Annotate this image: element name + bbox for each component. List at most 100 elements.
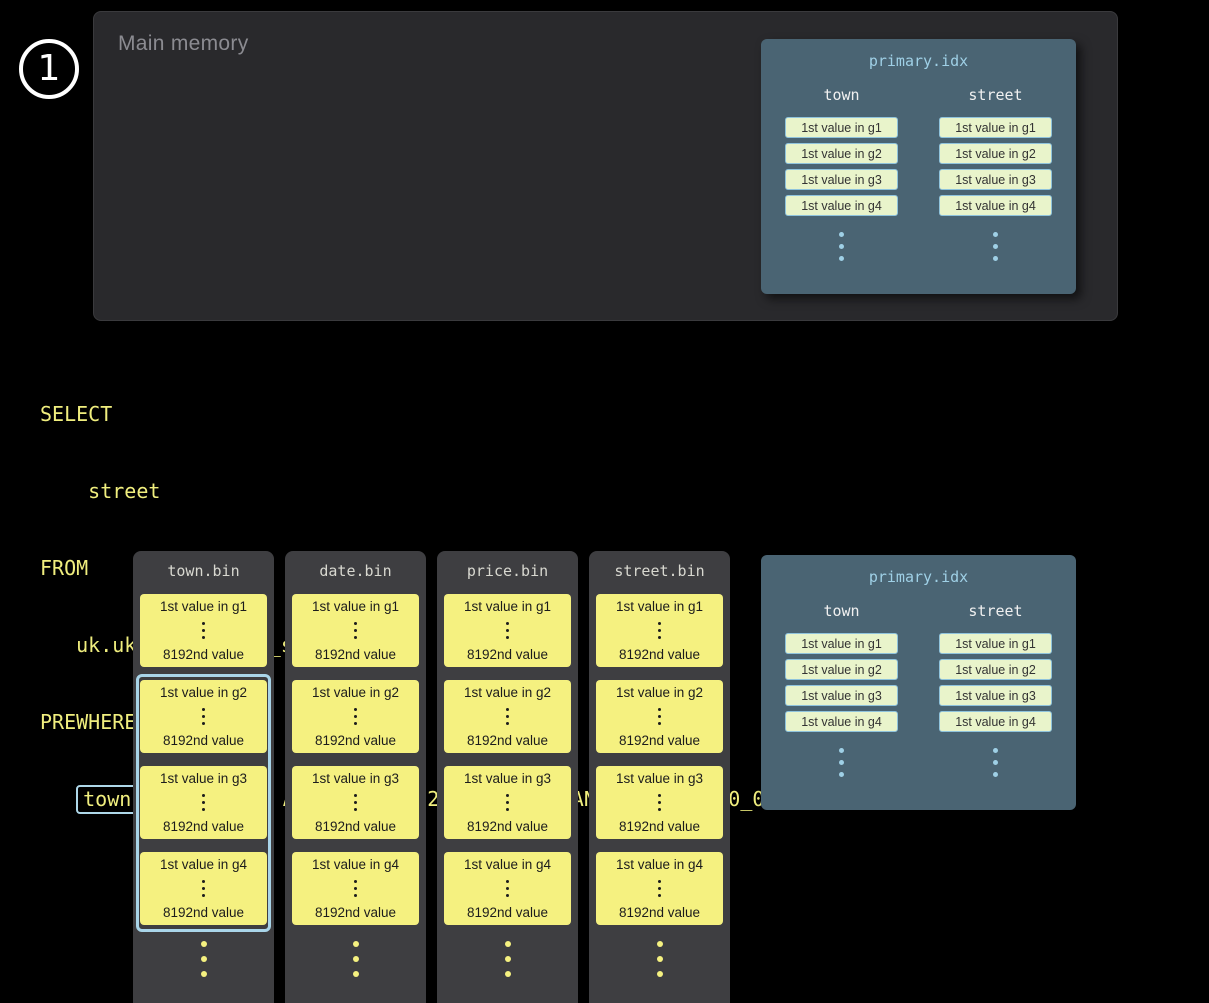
sql-line: PREWHERE [40,710,137,734]
granule-first-value: 1st value in g2 [463,685,552,700]
index-entry: 1st value in g3 [785,169,898,190]
sql-line: FROM [40,556,89,580]
granule-first-value: 1st value in g4 [159,857,248,872]
granule-first-value: 1st value in g4 [311,857,400,872]
column-header-town: town [823,86,860,104]
vertical-ellipsis-icon [354,708,357,725]
vertical-ellipsis-icon [202,794,205,811]
index-entry: 1st value in g2 [939,143,1052,164]
granule-list: 1st value in g1 8192nd value 1st value i… [285,594,426,925]
granule-list: 1st value in g1 8192nd value 1st value i… [437,594,578,925]
main-memory-label: Main memory [118,32,249,55]
bin-file-street: street.bin 1st value in g1 8192nd value … [589,551,730,1003]
bin-file-date: date.bin 1st value in g1 8192nd value 1s… [285,551,426,1003]
vertical-ellipsis-icon [202,880,205,897]
granule-first-value: 1st value in g3 [311,771,400,786]
granule-g2: 1st value in g2 8192nd value [292,680,419,753]
column-header-street: street [968,86,1023,104]
primary-idx-title: primary.idx [868,52,969,70]
granule-first-value: 1st value in g3 [615,771,704,786]
granule-first-value: 1st value in g2 [159,685,248,700]
granule-list: 1st value in g1 8192nd value 1st value i… [133,594,274,925]
primary-idx-title: primary.idx [868,568,969,586]
index-entry: 1st value in g4 [785,711,898,732]
sql-indent [40,787,76,811]
index-entry: 1st value in g4 [939,711,1052,732]
vertical-ellipsis-icon [506,794,509,811]
vertical-ellipsis-icon [202,622,205,639]
granule-g1: 1st value in g1 8192nd value [140,594,267,667]
index-entry: 1st value in g2 [939,659,1052,680]
granule-g2: 1st value in g2 8192nd value [596,680,723,753]
granule-g4: 1st value in g4 8192nd value [140,852,267,925]
primary-idx-column-town: town 1st value in g1 1st value in g2 1st… [785,602,899,777]
bin-file-date-name: date.bin [319,562,392,580]
vertical-ellipsis-icon [589,941,730,977]
vertical-ellipsis-icon [839,232,844,261]
granule-g4: 1st value in g4 8192nd value [596,852,723,925]
granule-first-value: 1st value in g2 [311,685,400,700]
vertical-ellipsis-icon [202,708,205,725]
bin-file-town: town.bin 1st value in g1 8192nd value 1s… [133,551,274,1003]
sql-line: SELECT [40,402,113,426]
granule-g2: 1st value in g2 8192nd value [444,680,571,753]
index-entry: 1st value in g2 [785,659,898,680]
granule-last-value: 8192nd value [162,733,245,748]
granule-g2: 1st value in g2 8192nd value [140,680,267,753]
granule-first-value: 1st value in g1 [311,599,400,614]
bin-file-town-name: town.bin [167,562,240,580]
granule-first-value: 1st value in g3 [159,771,248,786]
primary-idx-column-town: town 1st value in g1 1st value in g2 1st… [785,86,899,261]
index-entry: 1st value in g1 [939,117,1052,138]
primary-idx-on-disk: primary.idx town 1st value in g1 1st val… [761,555,1076,810]
granule-last-value: 8192nd value [162,647,245,662]
index-entry: 1st value in g2 [785,143,898,164]
granule-last-value: 8192nd value [466,905,549,920]
bin-file-street-name: street.bin [614,562,705,580]
vertical-ellipsis-icon [133,941,274,977]
granule-last-value: 8192nd value [466,733,549,748]
vertical-ellipsis-icon [285,941,426,977]
granule-first-value: 1st value in g4 [615,857,704,872]
index-entry: 1st value in g1 [939,633,1052,654]
granule-first-value: 1st value in g1 [615,599,704,614]
primary-idx-column-street: street 1st value in g1 1st value in g2 1… [939,86,1053,261]
bin-file-price-name: price.bin [466,562,549,580]
granule-last-value: 8192nd value [618,905,701,920]
primary-idx-columns: town 1st value in g1 1st value in g2 1st… [761,602,1076,777]
primary-idx-in-memory: primary.idx town 1st value in g1 1st val… [761,39,1076,294]
index-entry: 1st value in g4 [939,195,1052,216]
vertical-ellipsis-icon [658,794,661,811]
granule-g3: 1st value in g3 8192nd value [292,766,419,839]
vertical-ellipsis-icon [506,880,509,897]
vertical-ellipsis-icon [993,232,998,261]
granule-first-value: 1st value in g3 [463,771,552,786]
index-entry: 1st value in g3 [939,685,1052,706]
granule-g3: 1st value in g3 8192nd value [140,766,267,839]
vertical-ellipsis-icon [993,748,998,777]
vertical-ellipsis-icon [354,880,357,897]
column-header-town: town [823,602,860,620]
index-entry: 1st value in g3 [785,685,898,706]
granule-list: 1st value in g1 8192nd value 1st value i… [589,594,730,925]
vertical-ellipsis-icon [658,708,661,725]
granule-g3: 1st value in g3 8192nd value [444,766,571,839]
index-entry: 1st value in g1 [785,117,898,138]
sql-line: street [40,479,161,503]
granule-last-value: 8192nd value [466,647,549,662]
primary-idx-columns: town 1st value in g1 1st value in g2 1st… [761,86,1076,261]
vertical-ellipsis-icon [658,622,661,639]
granule-last-value: 8192nd value [162,819,245,834]
granule-first-value: 1st value in g4 [463,857,552,872]
bin-file-price: price.bin 1st value in g1 8192nd value 1… [437,551,578,1003]
index-entry: 1st value in g1 [785,633,898,654]
granule-last-value: 8192nd value [314,647,397,662]
granule-last-value: 8192nd value [314,819,397,834]
vertical-ellipsis-icon [506,708,509,725]
granule-last-value: 8192nd value [162,905,245,920]
granule-first-value: 1st value in g2 [615,685,704,700]
vertical-ellipsis-icon [506,622,509,639]
vertical-ellipsis-icon [354,794,357,811]
index-entry: 1st value in g3 [939,169,1052,190]
